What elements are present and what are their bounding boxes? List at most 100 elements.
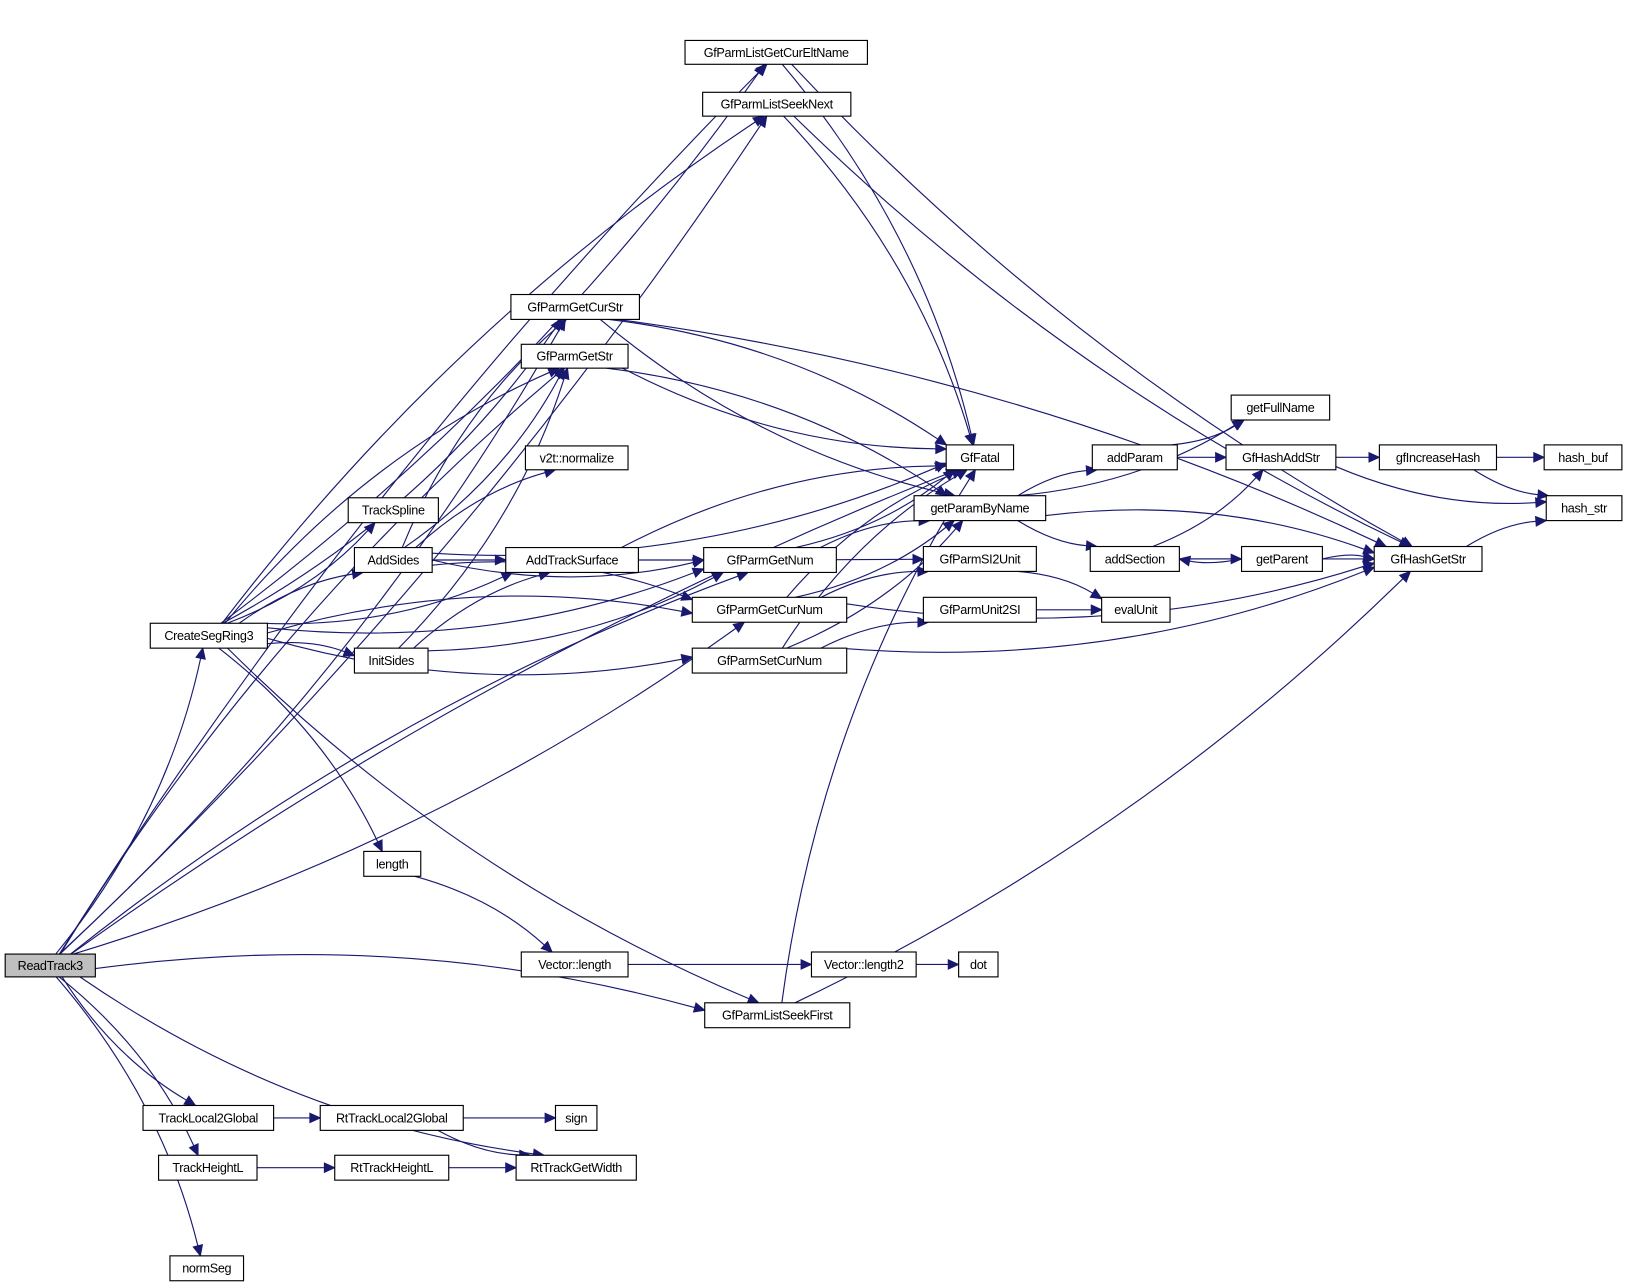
node-gf-parm-get-str[interactable]: GfParmGetStr bbox=[520, 343, 629, 369]
arrowhead-icon bbox=[746, 993, 760, 1004]
node-box bbox=[1225, 444, 1337, 471]
arrowhead-icon bbox=[1368, 451, 1381, 463]
node-hash-str[interactable]: hash_str bbox=[1545, 495, 1623, 522]
node-label: dot bbox=[970, 958, 987, 972]
arrowhead-icon bbox=[964, 432, 975, 447]
node-label: GfHashGetStr bbox=[1390, 552, 1466, 566]
edge-line bbox=[791, 63, 1404, 543]
node-norm-seg[interactable]: normSeg bbox=[169, 1255, 245, 1282]
edge-get-param-by-name-to-add-section bbox=[1017, 520, 1099, 552]
edge-line bbox=[820, 520, 920, 549]
node-gf-parm-get-cur-str[interactable]: GfParmGetCurStr bbox=[510, 293, 640, 320]
node-track-spline[interactable]: TrackSpline bbox=[347, 497, 439, 524]
node-add-param[interactable]: addParam bbox=[1091, 444, 1178, 471]
edge-gf-parm-unit2-si-to-eval-unit bbox=[1036, 604, 1103, 616]
node-gf-hash-get-str[interactable]: GfHashGetStr bbox=[1373, 545, 1483, 572]
node-rt-track-get-width[interactable]: RtTrackGetWidth bbox=[515, 1154, 637, 1181]
node-box bbox=[1230, 394, 1331, 421]
node-rt-track-height-l[interactable]: RtTrackHeightL bbox=[334, 1154, 450, 1181]
arrowhead-icon bbox=[195, 646, 206, 660]
node-box bbox=[515, 1154, 637, 1181]
node-add-section[interactable]: addSection bbox=[1089, 545, 1180, 572]
edge-line bbox=[95, 954, 695, 1009]
edge-add-param-to-get-full-name bbox=[1171, 419, 1246, 446]
node-track-local2-global[interactable]: TrackLocal2Global bbox=[142, 1104, 275, 1131]
edge-create-seg-ring3-to-gf-parm-set-cur-num bbox=[267, 637, 694, 676]
node-box bbox=[510, 293, 640, 320]
node-label: GfParmSI2Unit bbox=[939, 552, 1021, 566]
arrowhead-icon bbox=[1215, 451, 1228, 463]
node-label: GfFatal bbox=[960, 451, 999, 465]
node-box bbox=[1543, 444, 1623, 471]
node-gf-hash-add-str[interactable]: GfHashAddStr bbox=[1225, 444, 1337, 471]
node-rt-track-local2-global[interactable]: RtTrackLocal2Global bbox=[319, 1104, 464, 1131]
node-label: GfParmGetStr bbox=[537, 350, 613, 364]
edge-gf-parm-get-str-to-gf-fatal bbox=[622, 367, 948, 455]
node-dot[interactable]: dot bbox=[958, 951, 999, 978]
node-v2t-normalize[interactable]: v2t::normalize bbox=[524, 445, 629, 471]
edge-line bbox=[222, 327, 556, 624]
node-label: RtTrackGetWidth bbox=[530, 1161, 622, 1175]
edge-create-seg-ring3-to-track-spline bbox=[226, 521, 376, 624]
node-gf-fatal[interactable]: GfFatal bbox=[945, 444, 1015, 471]
node-length[interactable]: length bbox=[363, 850, 422, 877]
node-gf-parm-list-get-cur-elt-name[interactable]: GfParmListGetCurEltName bbox=[684, 39, 868, 65]
node-label: GfParmListSeekNext bbox=[721, 98, 834, 112]
arrowhead-icon bbox=[680, 605, 694, 617]
node-gf-parm-si2-unit[interactable]: GfParmSI2Unit bbox=[922, 545, 1037, 572]
arrowhead-icon bbox=[1534, 497, 1548, 509]
edge-line bbox=[226, 529, 369, 624]
node-gf-parm-set-cur-num[interactable]: GfParmSetCurNum bbox=[691, 647, 848, 674]
node-create-seg-ring3[interactable]: CreateSegRing3 bbox=[149, 622, 268, 649]
arrowhead-icon bbox=[188, 1143, 199, 1157]
node-box bbox=[520, 951, 629, 978]
node-add-track-surface[interactable]: AddTrackSurface bbox=[505, 546, 639, 574]
node-get-parent[interactable]: getParent bbox=[1240, 545, 1323, 572]
node-box bbox=[1101, 596, 1171, 623]
edge-gf-parm-list-seek-first-to-gf-hash-get-str bbox=[794, 570, 1412, 1004]
node-label: AddTrackSurface bbox=[526, 553, 619, 567]
node-vector-length[interactable]: Vector::length bbox=[520, 951, 629, 978]
node-get-full-name[interactable]: getFullName bbox=[1230, 394, 1331, 421]
node-eval-unit[interactable]: evalUnit bbox=[1101, 596, 1171, 623]
node-read-track3[interactable]: ReadTrack3 bbox=[4, 953, 96, 978]
arrowhead-icon bbox=[1536, 489, 1550, 501]
node-add-sides[interactable]: AddSides bbox=[353, 546, 433, 574]
edge-create-seg-ring3-to-gf-parm-get-cur-num bbox=[267, 595, 694, 634]
node-gf-parm-get-num[interactable]: GfParmGetNum bbox=[703, 546, 837, 574]
node-vector-length2[interactable]: Vector::length2 bbox=[810, 951, 917, 978]
arrowhead-icon bbox=[800, 958, 813, 970]
node-gf-parm-get-cur-num[interactable]: GfParmGetCurNum bbox=[691, 596, 848, 623]
node-label: v2t::normalize bbox=[540, 451, 614, 465]
arrowhead-icon bbox=[1178, 555, 1192, 567]
edge-create-seg-ring3-to-gf-parm-get-cur-str bbox=[222, 318, 563, 624]
node-label: GfParmGetCurStr bbox=[527, 300, 623, 314]
node-init-sides[interactable]: InitSides bbox=[353, 647, 429, 674]
node-box bbox=[922, 596, 1037, 623]
edge-read-track3-to-create-seg-ring3 bbox=[55, 646, 206, 955]
edge-line bbox=[59, 374, 557, 955]
node-sign[interactable]: sign bbox=[554, 1104, 598, 1131]
node-box bbox=[149, 622, 268, 649]
arrowhead-icon bbox=[559, 366, 570, 381]
edge-line bbox=[786, 473, 954, 598]
node-gf-parm-list-seek-next[interactable]: GfParmListSeekNext bbox=[702, 91, 852, 117]
edge-line bbox=[606, 367, 939, 491]
edge-line bbox=[617, 318, 1377, 543]
node-box bbox=[945, 444, 1015, 471]
arrowhead-icon bbox=[680, 653, 694, 665]
node-get-param-by-name[interactable]: getParamByName bbox=[913, 495, 1047, 522]
node-gf-increase-hash[interactable]: gfIncreaseHash bbox=[1378, 444, 1498, 471]
node-gf-parm-list-seek-first[interactable]: GfParmListSeekFirst bbox=[704, 1002, 851, 1029]
edge-length-to-vector-length bbox=[414, 875, 553, 953]
edge-get-param-by-name-to-gf-hash-get-str bbox=[1045, 509, 1376, 555]
edge-line bbox=[267, 637, 683, 676]
arrowhead-icon bbox=[1398, 570, 1412, 583]
edge-line bbox=[413, 574, 540, 649]
node-hash-buf[interactable]: hash_buf bbox=[1543, 444, 1623, 471]
edge-add-sides-to-add-track-surface bbox=[432, 554, 508, 566]
node-gf-parm-unit2-si[interactable]: GfParmUnit2SI bbox=[922, 596, 1037, 623]
edge-init-sides-to-gf-parm-get-str bbox=[398, 366, 570, 649]
node-track-height-l[interactable]: TrackHeightL bbox=[157, 1154, 258, 1181]
edge-line bbox=[224, 371, 550, 624]
